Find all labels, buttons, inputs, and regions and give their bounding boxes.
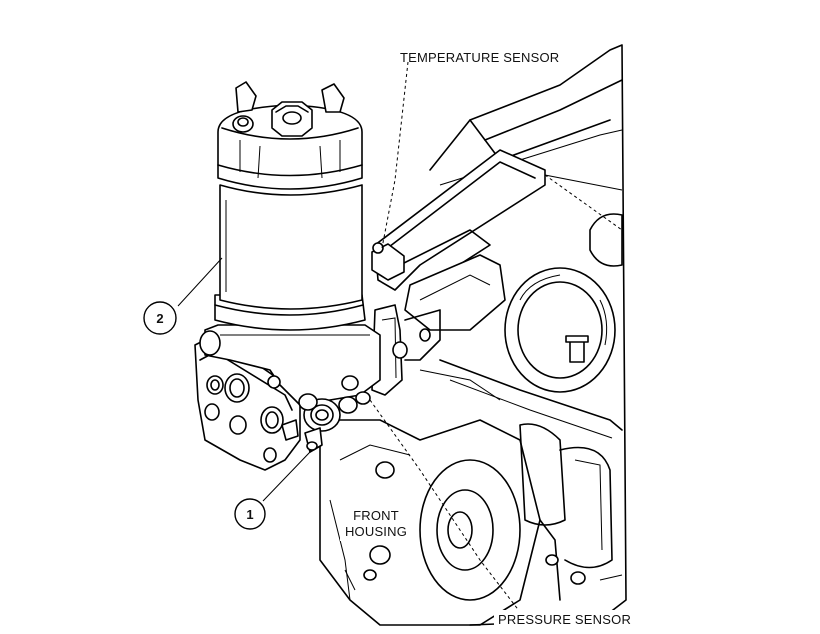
callout-2-leader [177,257,223,307]
callout-2: 2 [143,301,177,335]
front-housing-label-line1: FRONT [353,508,399,523]
front-housing [319,419,541,626]
temperature-sensor-label: TEMPERATURE SENSOR [400,50,559,65]
leader-lines [177,61,521,613]
callout-1-number: 1 [246,507,253,522]
temperature-sensor-leader [381,61,409,249]
callout-1-leader [262,451,311,502]
callout-1: 1 [234,498,266,530]
engine-block [429,44,627,626]
filter-base [194,324,381,471]
callout-2-circle [143,301,177,335]
fuel-filter-canister [214,81,366,331]
callout-1-circle [234,498,266,530]
pressure-sensor-label: PRESSURE SENSOR [498,612,631,627]
front-housing-label-line2: HOUSING [345,524,407,539]
callout-2-number: 2 [156,311,163,326]
pressure-sensor-leader [369,399,521,613]
